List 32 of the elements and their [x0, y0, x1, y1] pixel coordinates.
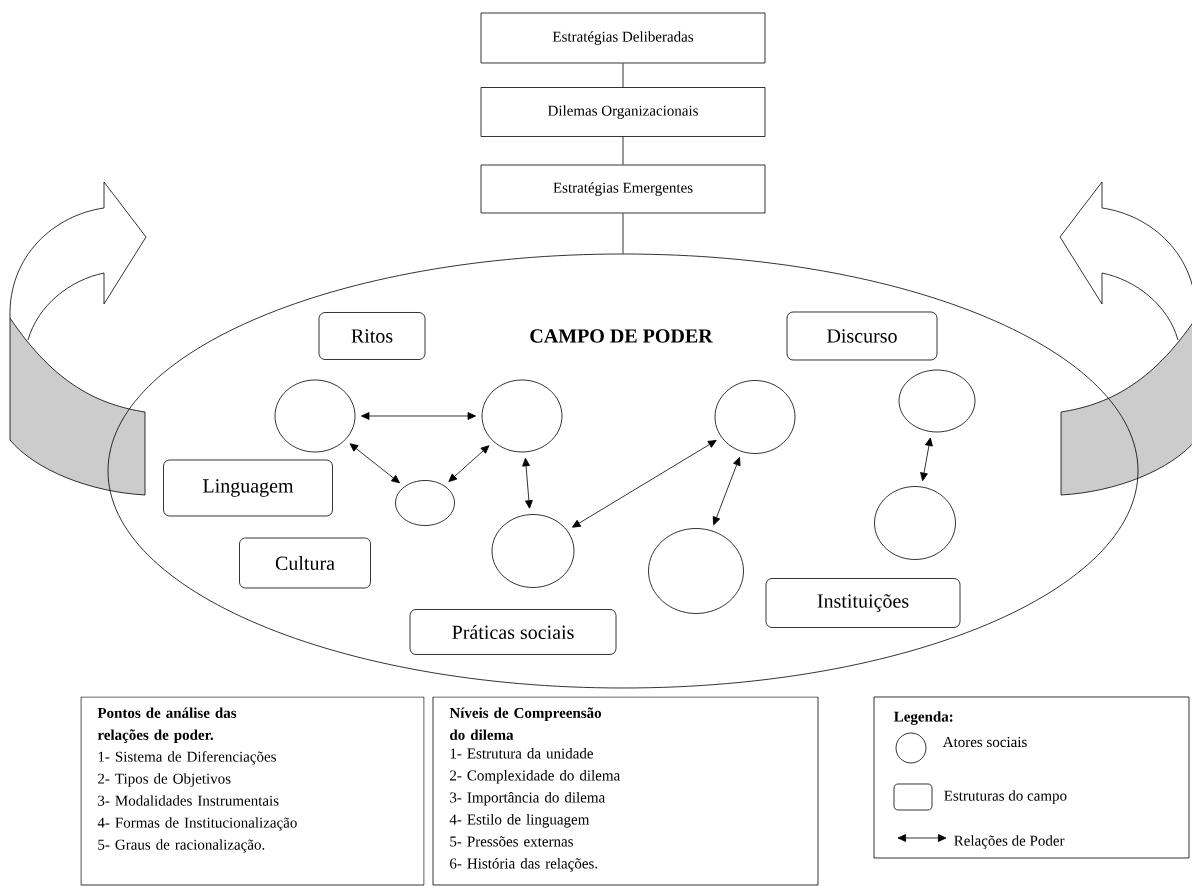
process-box: Estratégias Emergentes [480, 164, 766, 214]
actor-circle [898, 369, 976, 433]
actor-circle [714, 380, 796, 454]
actor-circle [874, 486, 956, 560]
process-box: Estratégias Deliberadas [480, 12, 766, 64]
arrow [349, 443, 400, 484]
structure-box: Linguagem [163, 459, 333, 517]
actor-circle [481, 379, 563, 453]
structure-box: Instituições [765, 578, 961, 628]
arrow [522, 457, 533, 509]
arrow [920, 437, 933, 482]
actor-circle [491, 514, 575, 588]
connector-line [622, 213, 624, 254]
connector-line [622, 136, 624, 165]
structure-box: Ritos [318, 312, 426, 360]
actor-circle [274, 379, 356, 453]
arrow [712, 457, 741, 526]
structure-box: Discurso [786, 311, 938, 361]
arrow [448, 445, 490, 482]
legend-item: Atores sociais [895, 732, 1027, 764]
actor-circle [648, 528, 744, 614]
structure-box: Cultura [239, 537, 371, 589]
process-box: Dilemas Organizacionais [480, 87, 766, 137]
arrow [361, 412, 476, 420]
legend-item: Relações de Poder [897, 834, 1065, 849]
actor-circle [395, 480, 455, 526]
list-panel: Pontos de análise das relações de poder. 1- Sistema de Diferenciações 2- Tipos de Objetivos 3- Modalidades Instrumentais 4- Formas de Institucionalização 5- Graus de racionalização. [80, 696, 425, 886]
structure-box: Práticas sociais [409, 609, 617, 655]
list-panel: Níveis de Compreensão do dilema 1- Estrutura da unidade 2- Complexidade do dilema 3- Importância do dilema 4- Estilo de linguagem 5- Pressões externas 6- História das relações. [432, 696, 819, 886]
arrow [572, 440, 717, 528]
connector-line [622, 63, 624, 88]
legend-item: Estruturas do campo [893, 783, 1067, 811]
